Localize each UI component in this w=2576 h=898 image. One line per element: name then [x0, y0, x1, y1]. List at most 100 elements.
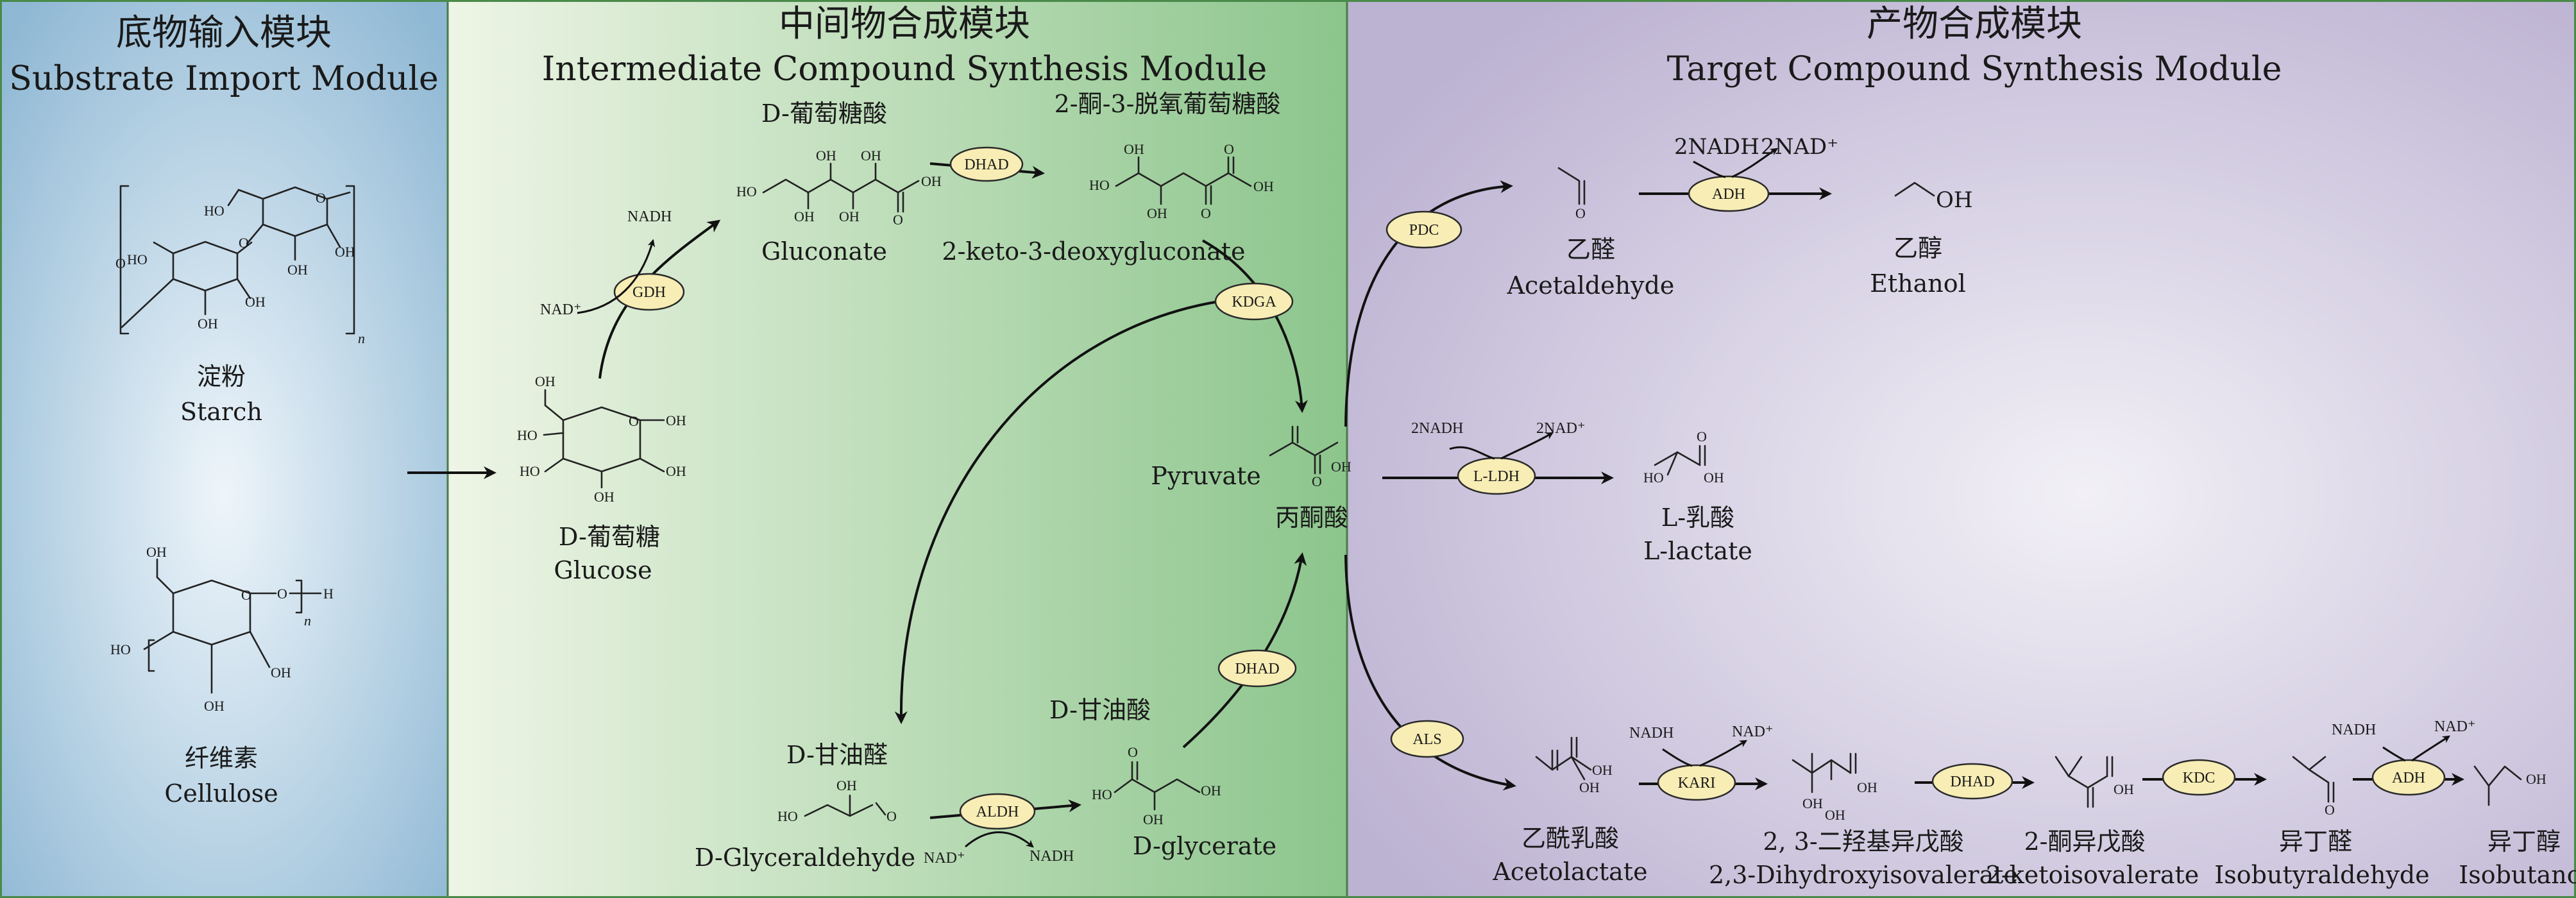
kdg-oh3: OH — [1253, 178, 1274, 194]
adh2-nad: NAD⁺ — [2434, 718, 2476, 735]
kdg-oh1: OH — [1124, 141, 1144, 157]
starch-n: n — [358, 330, 365, 346]
glyceraldehyde-label-cn: D-甘油醛 — [786, 741, 888, 769]
gluconate-o: O — [893, 212, 903, 228]
aldh-nadh: NADH — [1030, 848, 1074, 865]
starch-oh3: OH — [245, 294, 266, 310]
gdh-label: GDH — [632, 284, 666, 301]
lldh-enzyme — [1457, 457, 1536, 495]
ethanol-label-cn: 乙醇 — [1894, 234, 1942, 262]
pdc-arrow — [1344, 180, 1513, 427]
kiv-structure: OH — [2055, 756, 2134, 808]
substrate-title-cn: 底物输入模块 — [116, 12, 332, 54]
starch-structure: n O HO OH OH O HO OH OH O — [115, 185, 365, 346]
glucose-oh1: OH — [535, 373, 555, 389]
glucose-ho2: HO — [520, 463, 540, 479]
starch-oh4: OH — [198, 316, 218, 332]
kdg-structure: HO OH OH O O OH — [1089, 141, 1274, 221]
aldh-label: ALDH — [976, 804, 1019, 820]
starch-o3: O — [115, 255, 126, 271]
glucose-ho: HO — [517, 427, 538, 443]
isobutyraldehyde-structure: O — [2292, 756, 2335, 818]
target-title-en: Target Compound Synthesis Module — [1667, 50, 2282, 89]
substrate-title-en: Substrate Import Module — [9, 60, 439, 98]
pyruvate-label-cn: 丙酮酸 — [1275, 504, 1348, 532]
adh2-nadh: NADH — [2332, 722, 2376, 738]
isobutanol-label-cn: 异丁醇 — [2487, 827, 2561, 856]
kari-label: KARI — [1678, 775, 1716, 792]
intermediate-title-cn: 中间物合成模块 — [779, 3, 1030, 45]
glyceraldehyde-structure: HO OH O — [777, 777, 897, 824]
cellulose-oh2: OH — [271, 665, 291, 681]
pdc-enzyme — [1385, 210, 1462, 249]
dhiv-oh3: OH — [1857, 779, 1877, 795]
glucose-label-en: Glucose — [554, 556, 652, 584]
acetaldehyde-structure: O — [1557, 167, 1586, 221]
gluconate-oh5: OH — [921, 173, 942, 189]
kdc-enzyme — [2162, 759, 2236, 796]
als-enzyme — [1390, 720, 1464, 758]
glycerate-label-en: D-glycerate — [1133, 832, 1276, 860]
gluconate-oh3: OH — [839, 208, 860, 224]
acetolactate-structure: OH OH — [1535, 736, 1613, 795]
acetolactate-label-cn: 乙酰乳酸 — [1521, 824, 1619, 852]
target-module-panel — [1347, 0, 2576, 898]
adh1-label: ADH — [1712, 186, 1745, 203]
cellulose-label-cn: 纤维素 — [185, 744, 258, 772]
pyruvate-o: O — [1312, 473, 1322, 489]
kdg-label-cn: 2-酮-3-脱氧葡萄糖酸 — [1055, 90, 1281, 118]
adh1-2nadh: 2NADH — [1674, 134, 1759, 160]
dhad3-label: DHAD — [1950, 774, 1994, 790]
pyruvate-oh: OH — [1331, 459, 1352, 475]
acetaldehyde-label-en: Acetaldehyde — [1507, 271, 1675, 300]
cellulose-label-en: Cellulose — [164, 779, 278, 808]
glyceraldehyde-o: O — [886, 808, 897, 824]
intermediate-module-panel — [448, 0, 1347, 898]
kiv-label-cn: 2-酮异戊酸 — [2024, 827, 2145, 856]
cellulose-n: n — [304, 613, 311, 629]
glyceraldehyde-ho: HO — [777, 808, 798, 824]
glycerate-structure: O HO OH OH — [1092, 744, 1221, 827]
cellulose-oh1: OH — [146, 544, 167, 560]
lactate-label-cn: L-乳酸 — [1661, 504, 1734, 532]
kiv-label-en: 2-ketoisovalerate — [1986, 861, 2199, 889]
acetaldehyde-o: O — [1575, 205, 1586, 221]
kdg-label-en: 2-keto-3-deoxygluconate — [942, 237, 1245, 266]
kdga-label: KDGA — [1232, 294, 1276, 310]
cellulose-o1: O — [241, 587, 251, 603]
glucose-label-cn: D-葡萄糖 — [559, 523, 660, 551]
adh2-label: ADH — [2392, 770, 2425, 786]
glycerate-ho: HO — [1092, 786, 1112, 802]
cellulose-o2: O — [277, 586, 287, 602]
lldh-2nad: 2NAD⁺ — [1536, 420, 1586, 437]
kiv-oh: OH — [2114, 781, 2134, 797]
gluconate-label-cn: D-葡萄糖酸 — [761, 99, 887, 128]
kdc-label: KDC — [2183, 770, 2216, 786]
glucose-oh2: OH — [666, 412, 686, 428]
glycerate-oh2: OH — [1201, 783, 1221, 799]
gdh-nadh: NADH — [627, 208, 672, 225]
glucose-structure: OH O OH OH HO HO OH — [517, 373, 686, 505]
gluconate-ho: HO — [736, 183, 757, 199]
dhad2-label: DHAD — [1235, 661, 1279, 677]
kdg-ho: HO — [1089, 177, 1110, 193]
isobutanol-structure: OH — [2473, 765, 2546, 806]
acetolactate-label-en: Acetolactate — [1492, 858, 1647, 886]
lactate-oh: OH — [1704, 470, 1724, 486]
kdga-arrow-to-glyceraldehyde — [894, 300, 1219, 724]
gluconate-oh2: OH — [816, 148, 836, 164]
glycerate-oh1: OH — [1143, 811, 1164, 827]
dhiv-oh2: OH — [1825, 807, 1845, 823]
dhad3-enzyme — [1931, 763, 2013, 800]
lldh-label: L-LDH — [1473, 468, 1520, 485]
gluconate-structure: HO OH OH OH OH O OH — [736, 148, 942, 228]
glucose-o: O — [629, 413, 639, 429]
kari-enzyme — [1657, 764, 1736, 801]
lactate-ho: HO — [1643, 470, 1664, 486]
isobutanol-oh: OH — [2526, 771, 2546, 787]
glyceraldehyde-label-en: D-Glyceraldehyde — [695, 843, 915, 872]
glucose-oh4: OH — [594, 489, 614, 505]
cellulose-structure: OH O O H n HO OH OH — [110, 544, 334, 714]
intermediate-title-en: Intermediate Compound Synthesis Module — [542, 50, 1267, 89]
